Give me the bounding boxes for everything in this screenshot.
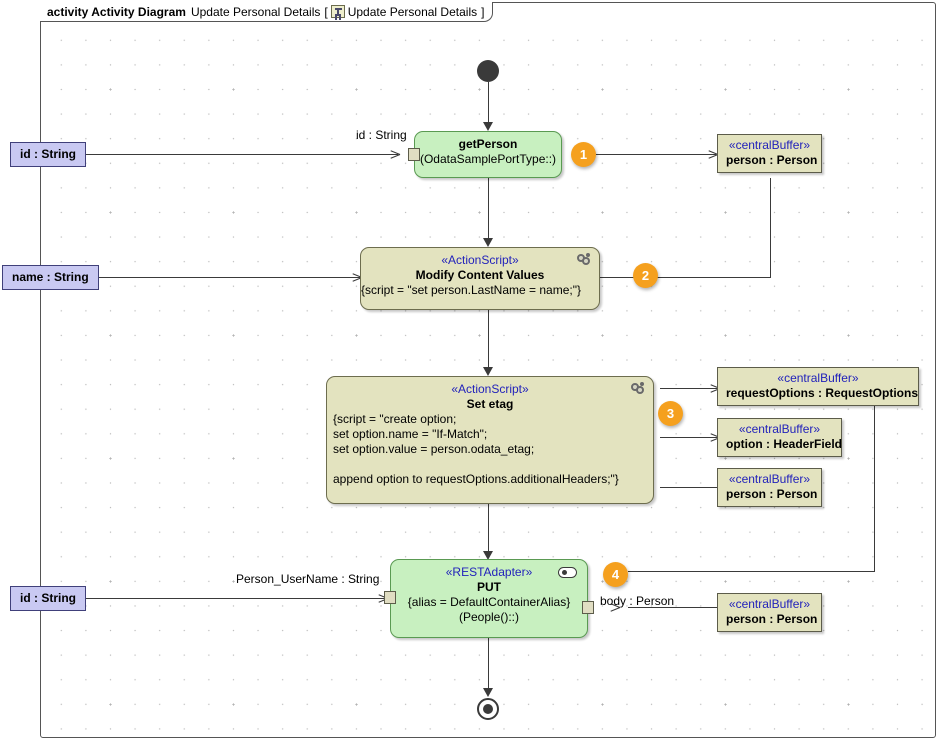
- buffer-request-options[interactable]: «centralBuffer» requestOptions : Request…: [717, 367, 919, 406]
- arrowhead-modify-in: [483, 238, 493, 247]
- frame-keyword: activity Activity Diagram: [47, 4, 186, 19]
- arrowhead-setetag-requestoptions-in: [653, 383, 662, 393]
- badge-1[interactable]: 1: [571, 142, 596, 167]
- edge-name-to-modify: [90, 277, 360, 278]
- port-icon: [558, 567, 577, 578]
- buffer-option-stereotype: «centralBuffer»: [738, 422, 821, 436]
- action-put-label: PUT: [477, 580, 501, 594]
- action-get-person-sub: (OdataSamplePortType::): [419, 152, 557, 166]
- edge-id-to-getperson: [86, 154, 398, 155]
- edge-initial-to-getperson: [488, 82, 489, 126]
- buffer-person-mid-label: person : Person: [726, 487, 818, 501]
- buffer-person-bottom-stereotype: «centralBuffer»: [728, 597, 811, 611]
- action-set-etag-script-line3: set option.value = person.odata_etag;: [333, 442, 535, 456]
- frame-bracket-name: Update Personal Details: [347, 4, 478, 19]
- frame-bracket-open: [: [324, 4, 328, 19]
- edge-put-to-final: [488, 638, 489, 694]
- buffer-option-headerfield[interactable]: «centralBuffer» option : HeaderField: [717, 418, 842, 457]
- buffer-person-top[interactable]: «centralBuffer» person : Person: [717, 134, 822, 173]
- script-icon: [631, 382, 647, 396]
- arrowhead-getperson-in: [483, 122, 493, 131]
- arrowhead-setetag-person-in: [653, 482, 662, 492]
- final-node[interactable]: [477, 698, 499, 720]
- parameter-name-mid[interactable]: name : String: [2, 265, 99, 290]
- buffer-request-options-label: requestOptions : RequestOptions: [726, 386, 919, 400]
- action-set-etag-script-line4: [327, 457, 653, 472]
- action-modify-script: {script = "set person.LastName = name;"}: [361, 283, 581, 297]
- buffer-person-bottom[interactable]: «centralBuffer» person : Person: [717, 593, 822, 632]
- edge-getperson-to-person-buffer: [596, 154, 716, 155]
- frame-name: Update Personal Details: [190, 4, 321, 19]
- buffer-person-bottom-label: person : Person: [726, 612, 818, 626]
- edge-label-person-username: Person_UserName : String: [236, 572, 380, 586]
- buffer-option-label: option : HeaderField: [726, 437, 843, 451]
- edge-person-buffer-to-modify: [600, 277, 771, 278]
- edge-requestoptions-down: [874, 404, 875, 571]
- action-modify-stereotype: «ActionScript»: [441, 253, 519, 267]
- badge-2[interactable]: 2: [633, 263, 658, 288]
- edge-modify-to-setetag: [488, 310, 489, 372]
- pin-put-body[interactable]: [582, 601, 594, 614]
- action-get-person[interactable]: getPerson (OdataSamplePortType::): [414, 131, 562, 178]
- action-modify-label: Modify Content Values: [415, 268, 545, 282]
- badge-3[interactable]: 3: [658, 401, 683, 426]
- buffer-person-top-stereotype: «centralBuffer»: [728, 138, 811, 152]
- parameter-id-bottom[interactable]: id : String: [10, 586, 86, 611]
- pin-get-person-id[interactable]: [408, 148, 420, 161]
- parameter-id-top[interactable]: id : String: [10, 142, 86, 167]
- arrowhead-final-in: [483, 688, 493, 697]
- edge-setetag-to-put: [488, 504, 489, 556]
- action-put-alias: {alias = DefaultContainerAlias}: [407, 595, 571, 609]
- arrowhead-getperson-pin-in: [390, 149, 399, 159]
- buffer-person-mid-stereotype: «centralBuffer»: [728, 472, 811, 486]
- edge-person-mid-to-setetag: [660, 487, 718, 488]
- action-get-person-label: getPerson: [458, 137, 518, 151]
- arrowhead-person-buffer-in: [708, 149, 717, 159]
- edge-id-to-put: [86, 598, 386, 599]
- edge-label-id-string: id : String: [356, 128, 407, 142]
- activity-diagram-icon: [330, 5, 345, 18]
- action-set-etag-script-line2: set option.name = "If-Match";: [333, 427, 488, 441]
- final-node-inner: [483, 704, 493, 714]
- script-icon: [577, 253, 593, 267]
- action-set-etag-script-line5: append option to requestOptions.addition…: [333, 472, 619, 486]
- frame-bracket-close: ]: [481, 4, 485, 19]
- action-put-sub: (People()::): [458, 610, 520, 624]
- diagram-frame-title: activity Activity Diagram Update Persona…: [40, 2, 494, 22]
- edge-person-buffer-down: [770, 178, 771, 277]
- action-set-etag-stereotype: «ActionScript»: [451, 382, 529, 396]
- initial-node[interactable]: [477, 60, 499, 82]
- action-put[interactable]: «RESTAdapter» PUT {alias = DefaultContai…: [390, 559, 588, 638]
- buffer-request-options-stereotype: «centralBuffer»: [777, 371, 859, 385]
- edge-getperson-to-modify: [488, 178, 489, 242]
- pin-put-person-username[interactable]: [384, 591, 396, 604]
- arrowhead-setetag-in: [483, 367, 493, 376]
- buffer-person-mid[interactable]: «centralBuffer» person : Person: [717, 468, 822, 507]
- action-modify-content-values[interactable]: «ActionScript» Modify Content Values {sc…: [360, 247, 600, 310]
- buffer-person-top-label: person : Person: [726, 153, 818, 167]
- edge-requestoptions-to-put: [628, 571, 875, 572]
- edge-label-body-person: body : Person: [600, 594, 675, 608]
- action-set-etag[interactable]: «ActionScript» Set etag {script = "creat…: [326, 376, 654, 504]
- action-set-etag-label: Set etag: [466, 397, 514, 411]
- badge-4[interactable]: 4: [603, 562, 628, 587]
- action-set-etag-script-line1: {script = "create option;: [333, 412, 457, 426]
